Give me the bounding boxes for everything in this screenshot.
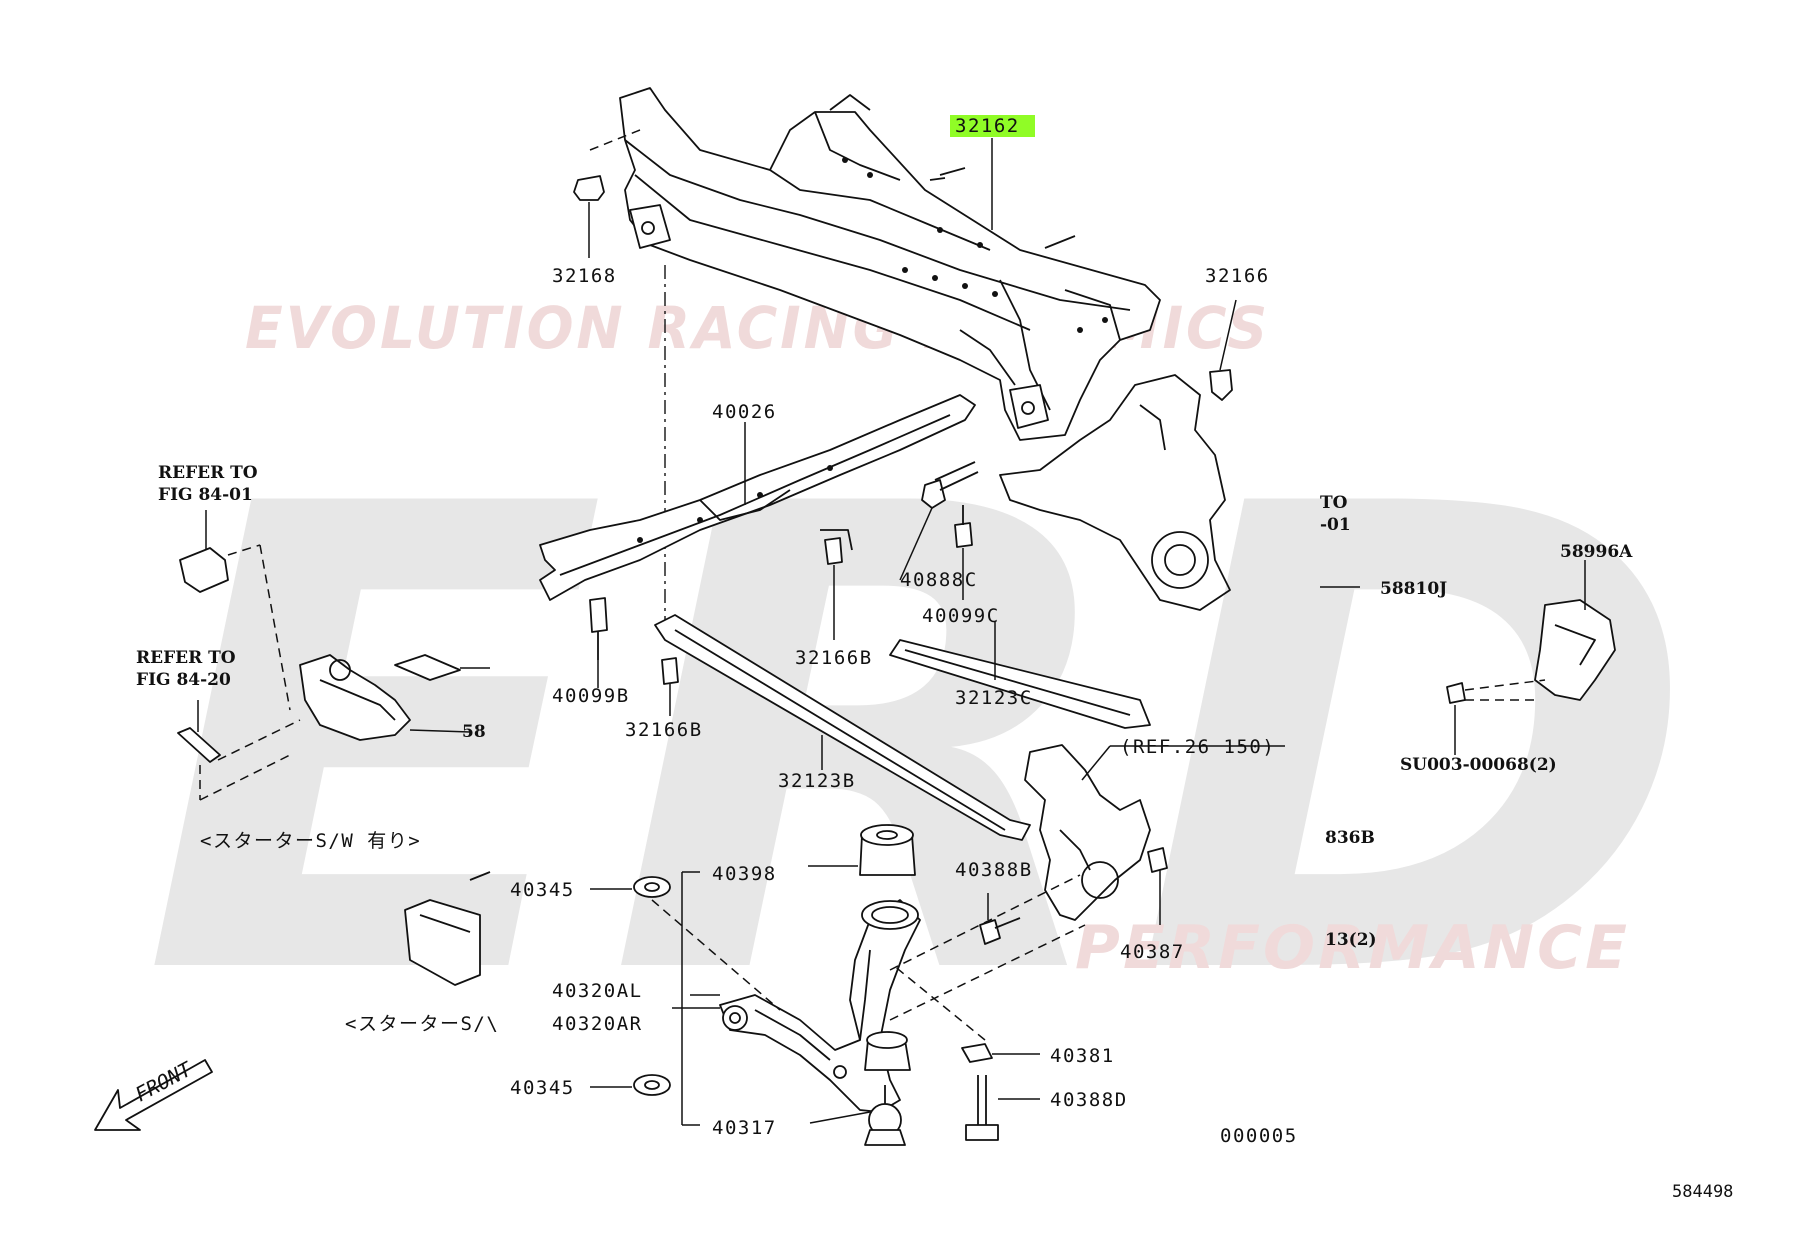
bolt-40388B xyxy=(979,893,1021,945)
bolt-40888C xyxy=(899,461,979,581)
bolt-32166 xyxy=(1209,299,1237,401)
label-40387[interactable]: 40387 xyxy=(1120,941,1185,963)
bushing-lower xyxy=(864,1031,911,1071)
label-fig-01-cut: -01 xyxy=(1320,515,1351,535)
knuckle-lower xyxy=(1024,744,1285,925)
washer-40345-top xyxy=(590,876,781,1011)
label-40388B[interactable]: 40388B xyxy=(955,859,1033,881)
label-32166[interactable]: 32166 xyxy=(1205,265,1270,287)
label-su003[interactable]: SU003-00068(2) xyxy=(1400,755,1557,775)
label-40345-bottom[interactable]: 40345 xyxy=(510,1077,575,1099)
highlight-32162 xyxy=(950,115,1035,137)
starter-lower-parts xyxy=(404,871,491,986)
bracket-58996A xyxy=(1446,560,1616,755)
label-40381[interactable]: 40381 xyxy=(1050,1045,1115,1067)
leader-40317 xyxy=(681,871,871,1126)
washer-40345-bottom xyxy=(590,1074,671,1096)
label-refer-84-20-line2[interactable]: FIG 84-20 xyxy=(136,670,231,690)
bolt-32166B-mid xyxy=(820,529,853,640)
label-refer-84-01-line2[interactable]: FIG 84-01 xyxy=(158,485,253,505)
knuckle-background xyxy=(999,374,1231,611)
label-refer-84-01-line1: REFER TO xyxy=(158,463,258,483)
label-58810J[interactable]: 58810J xyxy=(1380,579,1447,599)
bushing-40398 xyxy=(808,824,916,876)
label-40888C[interactable]: 40888C xyxy=(900,569,978,591)
starter-switch-parts xyxy=(177,510,490,801)
label-code-584498: 584498 xyxy=(1672,1182,1733,1202)
label-40317[interactable]: 40317 xyxy=(712,1117,777,1139)
label-32162[interactable]: 32162 xyxy=(955,115,1020,137)
label-40026[interactable]: 40026 xyxy=(712,401,777,423)
watermark-bottom-text: PERFORMANCE xyxy=(1075,913,1630,983)
brace-32123B xyxy=(654,614,1031,841)
label-40320AL[interactable]: 40320AL xyxy=(552,980,643,1002)
label-836B-cut: 836B xyxy=(1325,828,1375,848)
label-32168[interactable]: 32168 xyxy=(552,265,617,287)
label-40398[interactable]: 40398 xyxy=(712,863,777,885)
label-refer-84-20-line1: REFER TO xyxy=(136,648,236,668)
label-ref-26-150[interactable]: (REF.26 150) xyxy=(1120,736,1275,758)
label-starter-cut: <スターターS/\ xyxy=(345,1013,499,1035)
label-32166B-left[interactable]: 32166B xyxy=(625,719,703,741)
label-58-cut: 58 xyxy=(462,722,486,742)
label-40320AR[interactable]: 40320AR xyxy=(552,1013,643,1035)
label-40099C[interactable]: 40099C xyxy=(922,605,1000,627)
ball-joint xyxy=(864,1085,906,1146)
bolt-40388D xyxy=(965,1075,1040,1141)
label-40099B[interactable]: 40099B xyxy=(552,685,630,707)
label-to-cut: TO xyxy=(1320,493,1348,513)
label-32166B-mid[interactable]: 32166B xyxy=(795,647,873,669)
bolt-40099B xyxy=(589,597,608,688)
label-starter-with: <スターターS/W 有り> xyxy=(200,830,421,852)
label-32123C[interactable]: 32123C xyxy=(955,687,1033,709)
label-code-000005: 000005 xyxy=(1220,1125,1298,1147)
nut-40381 xyxy=(892,964,1040,1063)
reinforcement-40026 xyxy=(539,394,976,601)
crossmember-32162 xyxy=(619,87,1161,441)
dash-balljoint-link xyxy=(889,924,1086,1021)
front-arrow-icon xyxy=(94,1059,213,1131)
dash-knuckle-link xyxy=(889,874,1081,971)
label-40388D[interactable]: 40388D xyxy=(1050,1089,1128,1111)
bolt-32166B-left xyxy=(661,657,679,716)
label-32123B[interactable]: 32123B xyxy=(778,770,856,792)
watermark-big-letters: ERD xyxy=(140,371,1700,1116)
brace-32123C xyxy=(889,622,1151,729)
bolt-40099C xyxy=(954,505,973,600)
label-40345-top[interactable]: 40345 xyxy=(510,879,575,901)
label-58996A[interactable]: 58996A xyxy=(1560,542,1633,562)
label-13-2-cut: 13(2) xyxy=(1325,930,1377,950)
bushing-32168 xyxy=(573,129,666,620)
